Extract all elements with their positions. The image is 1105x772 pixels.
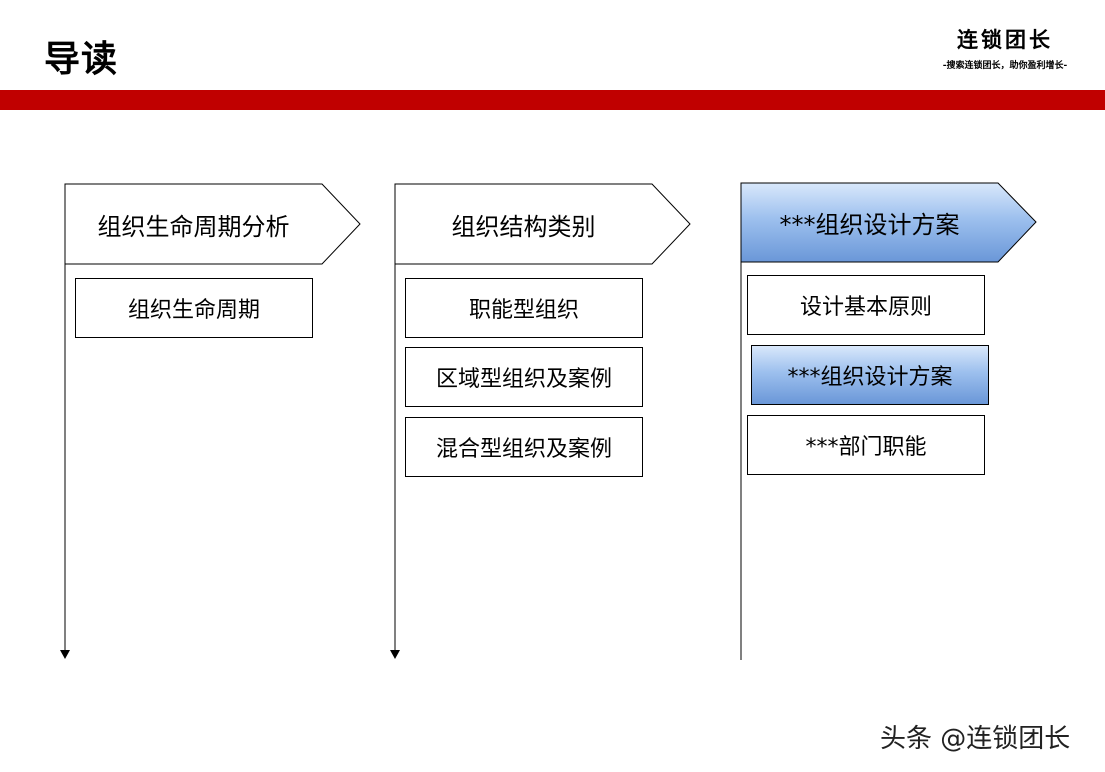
column-3-item-department-functions: ***部门职能 (747, 415, 985, 475)
column-1-item-lifecycle: 组织生命周期 (75, 278, 313, 338)
column-2-item-functional: 职能型组织 (405, 278, 643, 338)
page-title: 导读 (44, 39, 119, 80)
column-1-title: 组织生命周期分析 (97, 212, 290, 241)
column-2-arrowhead (390, 650, 400, 659)
column-3-item-principles: 设计基本原则 (747, 275, 985, 335)
column-1-arrowhead (60, 650, 70, 659)
brand-slogan: -搜索连锁团长，助你盈利增长- (942, 61, 1068, 71)
header-divider-bar (0, 90, 1105, 110)
column-3-item-design-plan: ***组织设计方案 (751, 345, 989, 405)
brand-name: 连锁团长 (957, 27, 1053, 52)
column-2-item-hybrid: 混合型组织及案例 (405, 417, 643, 477)
brand-logo: 连锁团长 -搜索连锁团长，助你盈利增长- (930, 24, 1080, 71)
column-3-title: ***组织设计方案 (779, 210, 960, 239)
column-2-item-regional: 区域型组织及案例 (405, 347, 643, 407)
column-2-title: 组织结构类别 (451, 212, 596, 241)
watermark-text: 头条 @连锁团长 (880, 724, 1071, 754)
